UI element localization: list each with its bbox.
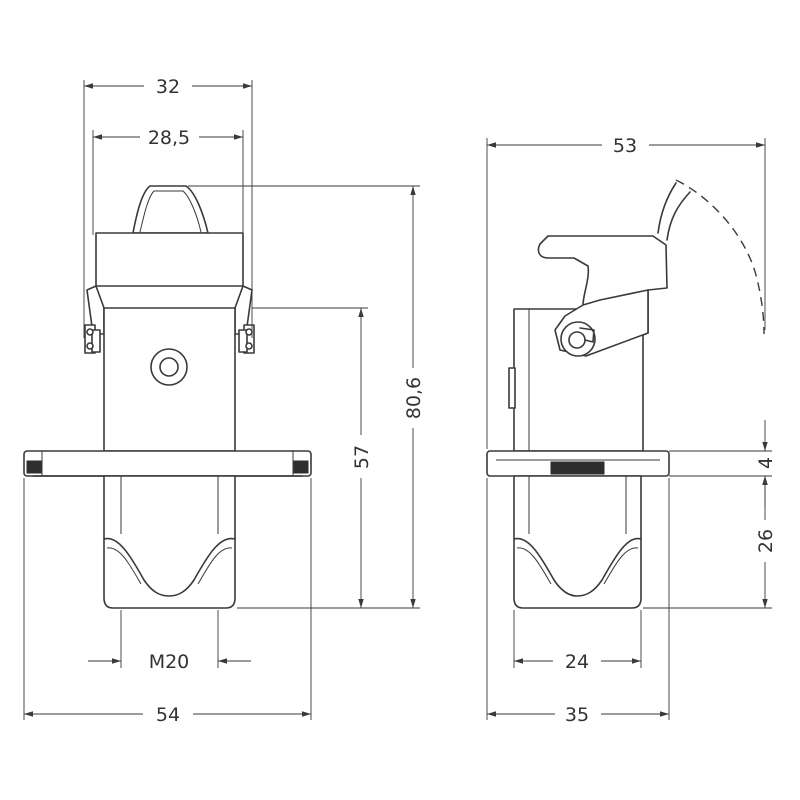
front-body bbox=[103, 307, 236, 452]
dim-width-top: 32 bbox=[156, 76, 180, 98]
dim-lower-width: 24 bbox=[565, 651, 589, 673]
dim-height-to-lever: 57 bbox=[351, 445, 373, 469]
dim-side-flange-width: 35 bbox=[565, 704, 589, 726]
front-screw-inner bbox=[159, 357, 179, 377]
dim-flange-width: 54 bbox=[156, 704, 180, 726]
side-lever-swing-arc bbox=[675, 179, 765, 335]
dim-width-inner: 28,5 bbox=[148, 127, 190, 149]
front-hood-top bbox=[95, 232, 244, 287]
front-latch-left bbox=[84, 324, 101, 354]
front-handle bbox=[132, 185, 209, 234]
front-screw-outer bbox=[150, 348, 188, 386]
side-dimensions: 53 4 26 24 35 bbox=[486, 135, 777, 726]
front-gland bbox=[103, 475, 236, 609]
side-view bbox=[486, 179, 765, 609]
dim-overall-height: 80,6 bbox=[403, 377, 425, 419]
dim-flange-thickness: 4 bbox=[755, 457, 777, 469]
front-latch-right bbox=[238, 324, 255, 354]
front-dimensions: 32 28,5 80,6 57 M20 54 bbox=[23, 76, 425, 726]
dim-lever-swing: 53 bbox=[613, 135, 637, 157]
front-flange bbox=[23, 450, 312, 477]
side-gland bbox=[513, 475, 642, 609]
front-view bbox=[23, 185, 312, 609]
dim-lower-height: 26 bbox=[755, 529, 777, 553]
dim-thread: M20 bbox=[149, 651, 190, 673]
